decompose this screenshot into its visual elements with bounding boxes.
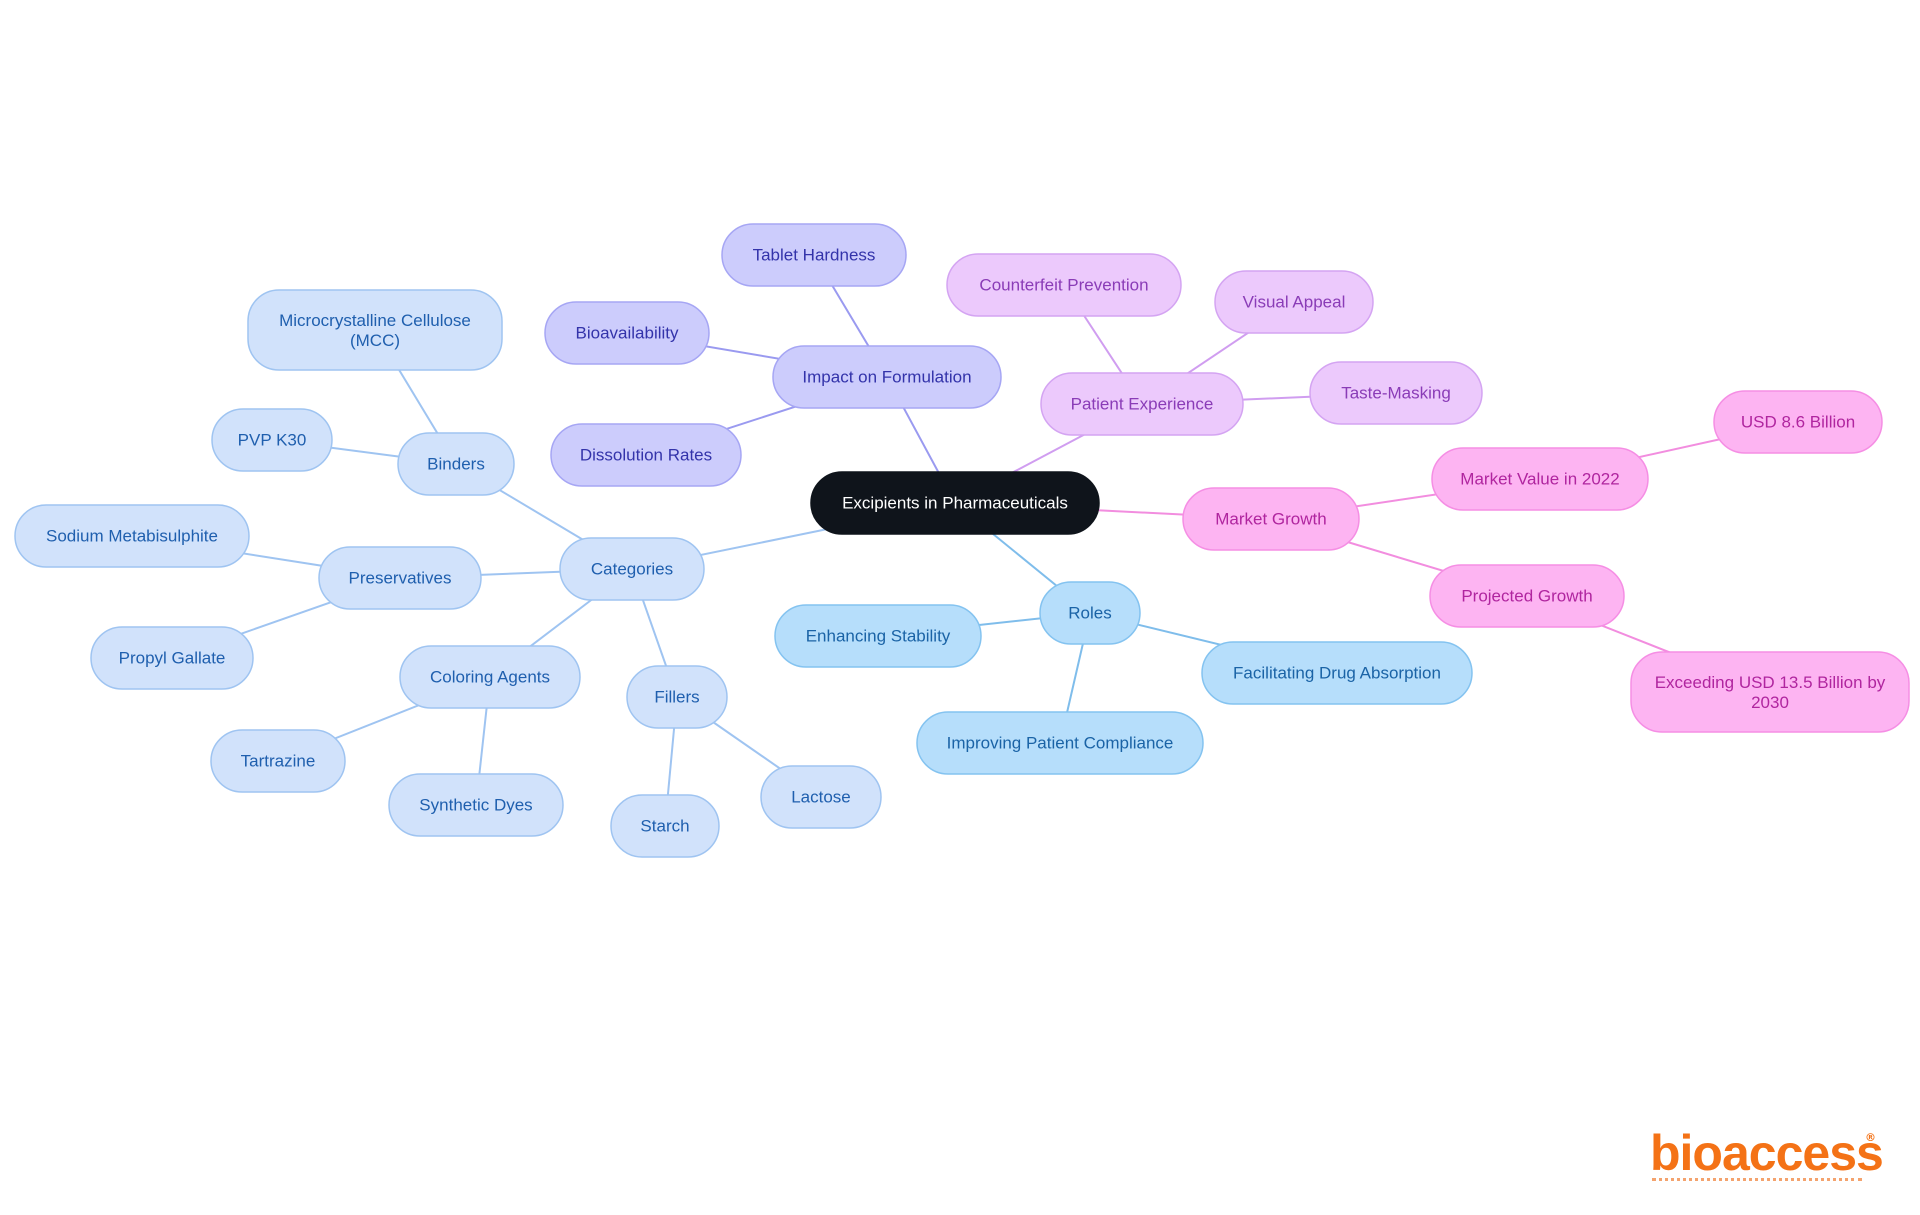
node-starch-box <box>610 794 720 858</box>
node-patient-experience-box <box>1040 372 1244 436</box>
node-market-growth-box <box>1182 487 1360 551</box>
node-binders: Binders <box>397 432 515 496</box>
node-market-value-2022: Market Value in 2022 <box>1431 447 1649 511</box>
node-fillers-box <box>626 665 728 729</box>
node-lactose-label: Lactose <box>791 788 851 807</box>
node-bioavailability-label: Bioavailability <box>576 324 679 343</box>
node-taste-masking-label: Taste-Masking <box>1341 384 1451 403</box>
node-bioavailability-box <box>544 301 710 365</box>
node-bioavailability: Bioavailability <box>544 301 710 365</box>
node-taste-masking: Taste-Masking <box>1309 361 1483 425</box>
node-exceeding-usd-13-5-billion-box <box>1630 651 1910 733</box>
node-fillers-label: Fillers <box>654 688 699 707</box>
node-pvp-k30: PVP K30 <box>211 408 333 472</box>
node-usd-8-6-billion-label: USD 8.6 Billion <box>1741 413 1855 432</box>
node-tartrazine-box <box>210 729 346 793</box>
node-sodium-metabisulphite-box <box>14 504 250 568</box>
node-sodium-metabisulphite: Sodium Metabisulphite <box>14 504 250 568</box>
node-visual-appeal: Visual Appeal <box>1214 270 1374 334</box>
node-starch: Starch <box>610 794 720 858</box>
node-propyl-gallate-label: Propyl Gallate <box>119 649 226 668</box>
node-categories: Categories <box>559 537 705 601</box>
bioaccess-logo: bioaccess ® <box>1650 1125 1884 1188</box>
node-dissolution-rates: Dissolution Rates <box>550 423 742 487</box>
node-propyl-gallate: Propyl Gallate <box>90 626 254 690</box>
node-coloring-agents: Coloring Agents <box>399 645 581 709</box>
node-dissolution-rates-label: Dissolution Rates <box>580 446 712 465</box>
node-roles: Roles <box>1039 581 1141 645</box>
node-lactose-box <box>760 765 882 829</box>
node-market-value-2022-label: Market Value in 2022 <box>1460 470 1619 489</box>
node-improving-patient-compliance-label: Improving Patient Compliance <box>947 734 1174 753</box>
node-sodium-metabisulphite-label: Sodium Metabisulphite <box>46 527 218 546</box>
node-enhancing-stability: Enhancing Stability <box>774 604 982 668</box>
node-tartrazine: Tartrazine <box>210 729 346 793</box>
node-market-value-2022-box <box>1431 447 1649 511</box>
node-pvp-k30-label: PVP K30 <box>238 431 307 450</box>
node-visual-appeal-box <box>1214 270 1374 334</box>
node-impact-on-formulation: Impact on Formulation <box>772 345 1002 409</box>
node-projected-growth-label: Projected Growth <box>1461 587 1592 606</box>
node-preservatives-box <box>318 546 482 610</box>
node-taste-masking-box <box>1309 361 1483 425</box>
node-coloring-agents-label: Coloring Agents <box>430 668 550 687</box>
node-projected-growth: Projected Growth <box>1429 564 1625 628</box>
node-microcrystalline-cellulose-box <box>247 289 503 371</box>
node-coloring-agents-box <box>399 645 581 709</box>
node-synthetic-dyes-box <box>388 773 564 837</box>
logo-wordmark: bioaccess <box>1650 1125 1884 1181</box>
node-market-growth-label: Market Growth <box>1215 510 1326 529</box>
node-counterfeit-prevention-box <box>946 253 1182 317</box>
node-market-growth: Market Growth <box>1182 487 1360 551</box>
root-node-excipients-box <box>810 471 1100 535</box>
logo-registered-mark: ® <box>1865 1131 1876 1144</box>
node-counterfeit-prevention-label: Counterfeit Prevention <box>979 276 1148 295</box>
node-visual-appeal-label: Visual Appeal <box>1243 293 1346 312</box>
node-starch-label: Starch <box>640 817 689 836</box>
node-tartrazine-label: Tartrazine <box>241 752 316 771</box>
node-binders-box <box>397 432 515 496</box>
node-tablet-hardness-box <box>721 223 907 287</box>
node-roles-box <box>1039 581 1141 645</box>
node-projected-growth-box <box>1429 564 1625 628</box>
node-facilitating-drug-absorption: Facilitating Drug Absorption <box>1201 641 1473 705</box>
node-improving-patient-compliance-box <box>916 711 1204 775</box>
node-impact-on-formulation-box <box>772 345 1002 409</box>
node-patient-experience: Patient Experience <box>1040 372 1244 436</box>
root-node-excipients: Excipients in Pharmaceuticals <box>810 471 1100 535</box>
node-microcrystalline-cellulose-label: Microcrystalline Cellulose(MCC) <box>279 311 471 350</box>
node-counterfeit-prevention: Counterfeit Prevention <box>946 253 1182 317</box>
node-enhancing-stability-box <box>774 604 982 668</box>
node-propyl-gallate-box <box>90 626 254 690</box>
node-pvp-k30-box <box>211 408 333 472</box>
node-improving-patient-compliance: Improving Patient Compliance <box>916 711 1204 775</box>
logo-tagline-graphic <box>1652 1178 1862 1185</box>
node-synthetic-dyes: Synthetic Dyes <box>388 773 564 837</box>
node-microcrystalline-cellulose: Microcrystalline Cellulose(MCC) <box>247 289 503 371</box>
node-lactose: Lactose <box>760 765 882 829</box>
node-patient-experience-label: Patient Experience <box>1071 395 1214 414</box>
node-facilitating-drug-absorption-label: Facilitating Drug Absorption <box>1233 664 1441 683</box>
node-dissolution-rates-box <box>550 423 742 487</box>
node-synthetic-dyes-label: Synthetic Dyes <box>419 796 532 815</box>
node-preservatives: Preservatives <box>318 546 482 610</box>
node-categories-label: Categories <box>591 560 673 579</box>
node-binders-label: Binders <box>427 455 485 474</box>
node-facilitating-drug-absorption-box <box>1201 641 1473 705</box>
node-tablet-hardness: Tablet Hardness <box>721 223 907 287</box>
node-fillers: Fillers <box>626 665 728 729</box>
node-usd-8-6-billion-box <box>1713 390 1883 454</box>
node-categories-box <box>559 537 705 601</box>
node-tablet-hardness-label: Tablet Hardness <box>753 246 876 265</box>
node-impact-on-formulation-label: Impact on Formulation <box>802 368 971 387</box>
node-preservatives-label: Preservatives <box>349 569 452 588</box>
root-node-excipients-label: Excipients in Pharmaceuticals <box>842 494 1068 513</box>
node-usd-8-6-billion: USD 8.6 Billion <box>1713 390 1883 454</box>
node-enhancing-stability-label: Enhancing Stability <box>806 627 951 646</box>
node-roles-label: Roles <box>1068 604 1111 623</box>
